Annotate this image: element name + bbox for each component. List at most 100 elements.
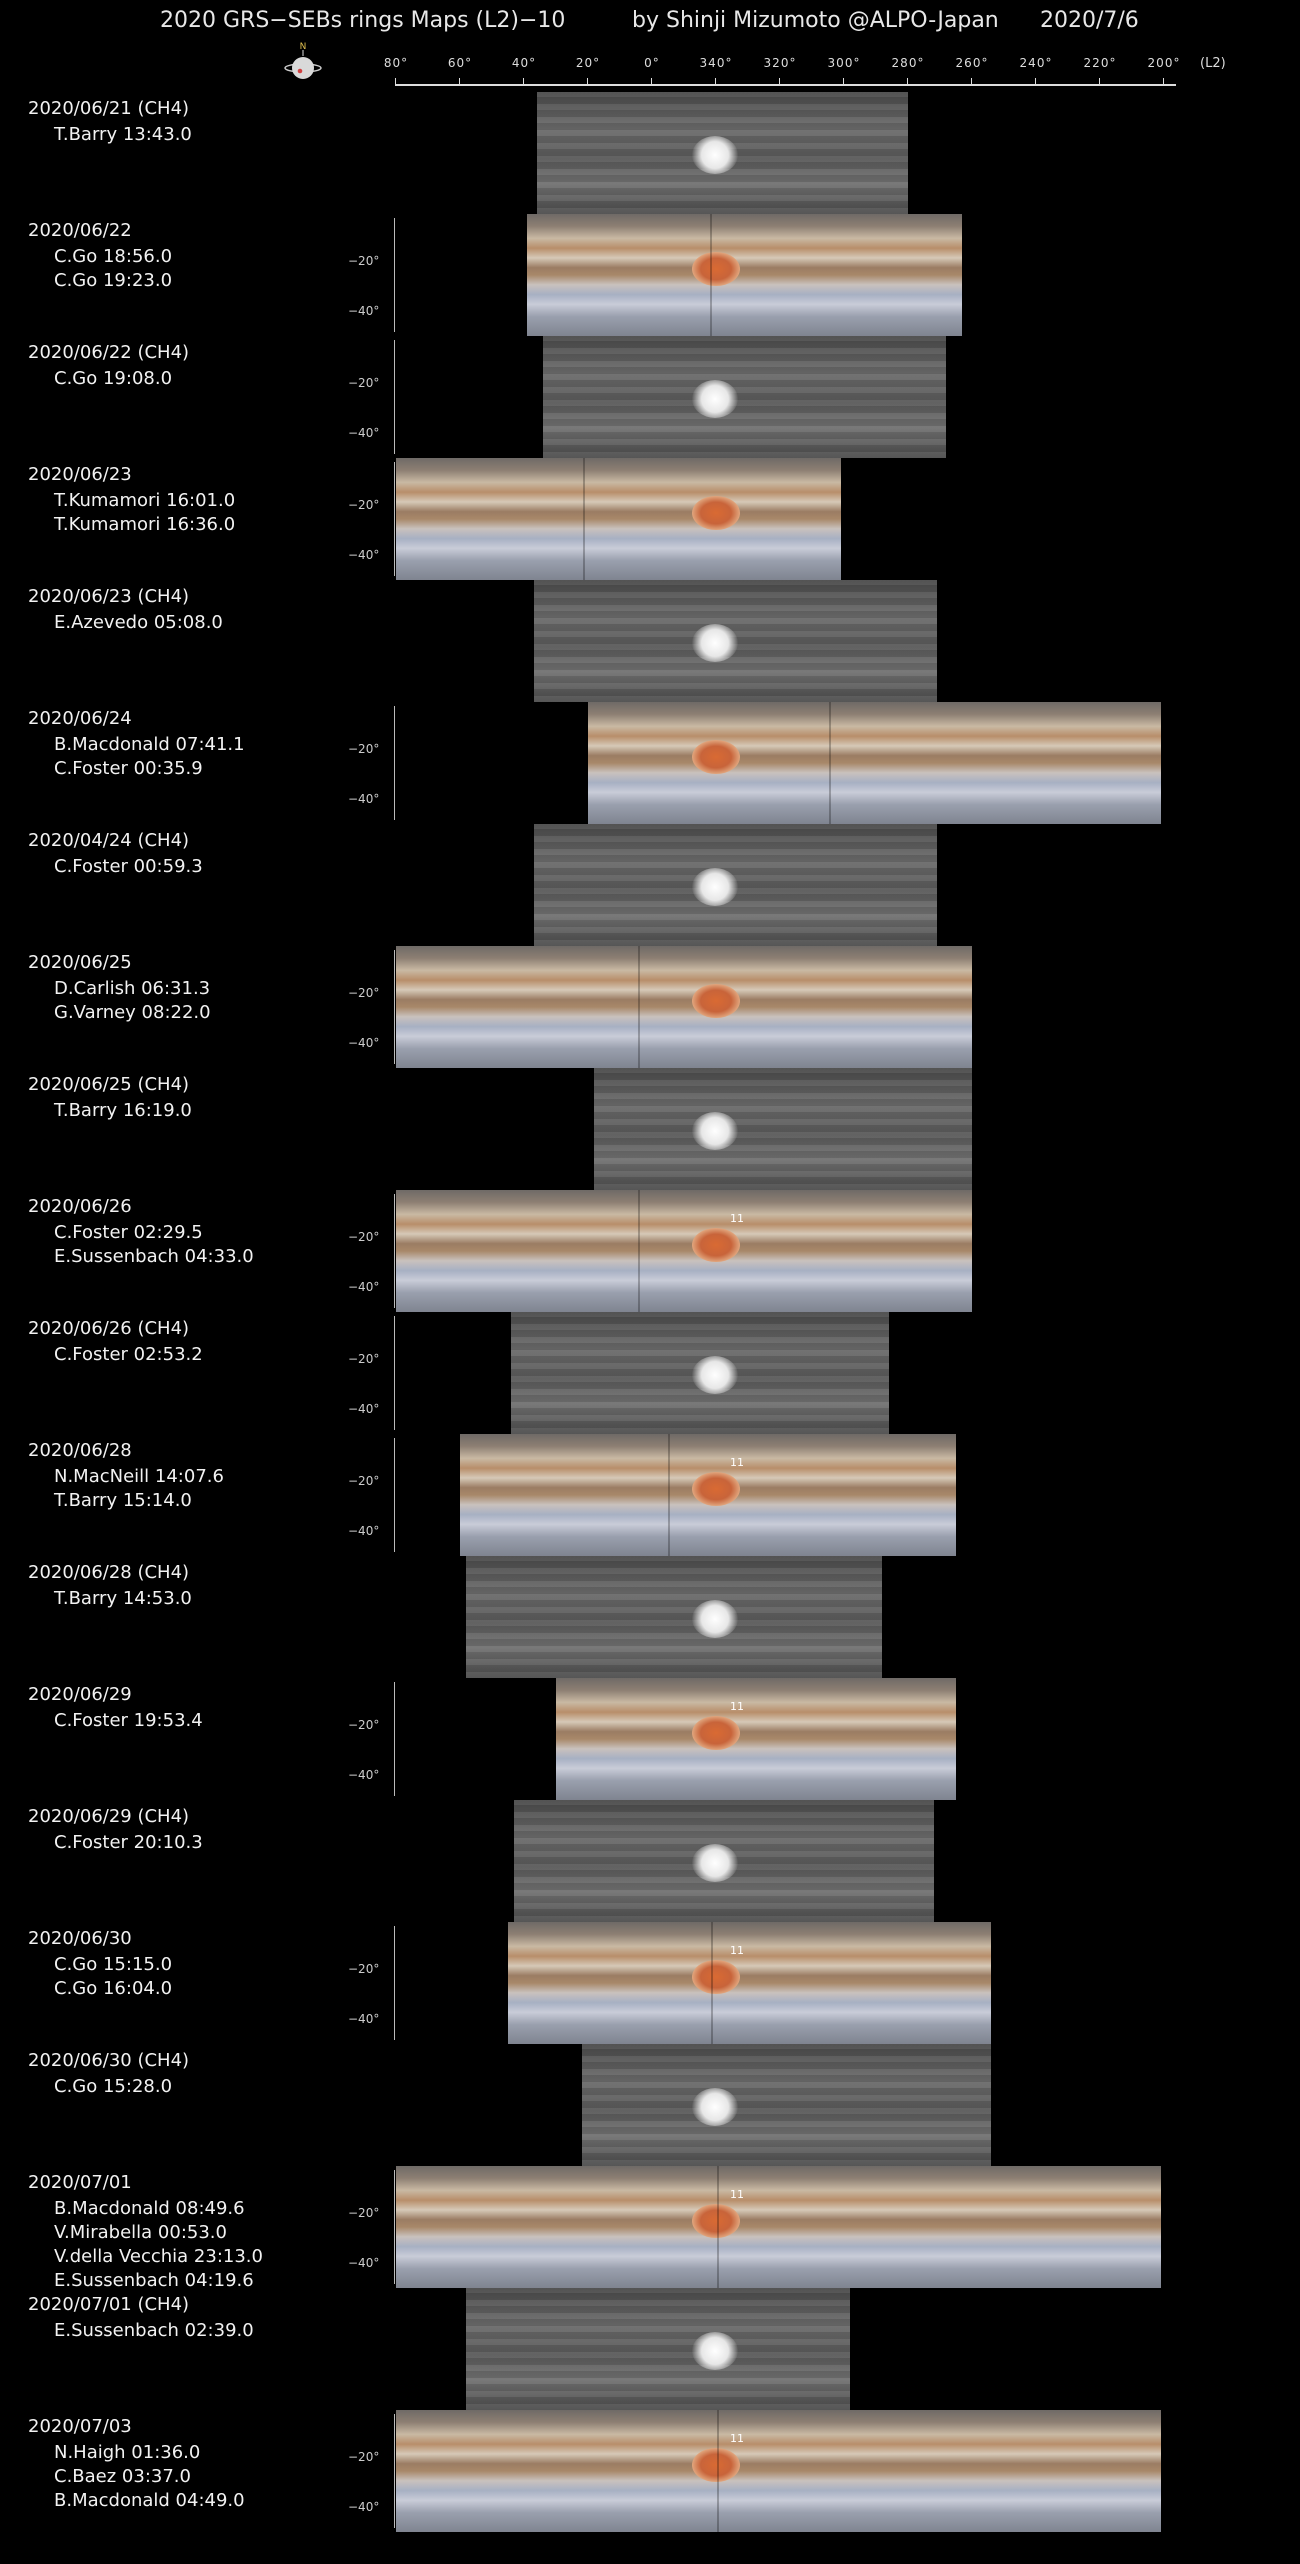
latitude-label: −20° [348,1474,380,1488]
color-map-strip: 11 [460,1434,956,1556]
axis-tick-label: 0° [622,56,682,86]
observer-entry: G.Varney 08:22.0 [54,1002,211,1023]
feature-marker-label: 11 [730,1456,744,1469]
ch4-map-strip [511,1312,889,1434]
ch4-map-strip [581,2044,992,2166]
latitude-label: −20° [348,742,380,756]
observation-date: 2020/06/30 [28,1928,132,1949]
observer-entry: B.Macdonald 04:49.0 [54,2490,245,2511]
axis-tick-label: 320° [750,56,810,86]
observer-entry: C.Go 15:28.0 [54,2076,173,2097]
mosaic-seam [717,2410,720,2532]
observation-date: 2020/06/26 [28,1196,132,1217]
observation-date: 2020/06/21 (CH4) [28,98,190,119]
observer-entry: T.Barry 16:19.0 [54,1100,192,1121]
observer-entry: C.Foster 00:59.3 [54,856,203,877]
color-map-strip [396,946,972,1068]
observer-entry: B.Macdonald 08:49.6 [54,2198,245,2219]
observer-entry: E.Sussenbach 04:19.6 [54,2270,254,2291]
color-map-strip: 11 [396,1190,972,1312]
latitude-label: −20° [348,1230,380,1244]
latitude-axis-line [394,2414,395,2528]
observation-date: 2020/06/25 (CH4) [28,1074,190,1095]
great-red-spot [692,2448,740,2482]
axis-tick-label: 280° [878,56,938,86]
mosaic-seam [709,214,712,336]
longitude-axis: 80°60°40°20°0°340°320°300°280°260°240°22… [380,56,1226,96]
axis-line [396,84,1176,86]
latitude-label: −20° [348,254,380,268]
latitude-label: −40° [348,2500,380,2514]
map-row: 2020/06/23 (CH4) E.Azevedo 05:08.0 [0,580,1300,702]
map-row: 2020/06/30 (CH4) C.Go 15:28.0 [0,2044,1300,2166]
mosaic-seam [668,1434,671,1556]
observer-entry: C.Foster 20:10.3 [54,1832,203,1853]
ch4-map-strip [514,1800,934,1922]
latitude-axis-line [394,218,395,332]
observer-entry: E.Sussenbach 02:39.0 [54,2320,254,2341]
latitude-label: −20° [348,1352,380,1366]
great-red-spot [691,1112,738,1150]
great-red-spot [691,1600,738,1638]
observation-date: 2020/06/23 (CH4) [28,586,190,607]
observer-entry: E.Azevedo 05:08.0 [54,612,223,633]
map-row: 2020/06/22 (CH4)C.Go 19:08.0−20°−40° [0,336,1300,458]
mosaic-seam [710,1922,713,2044]
latitude-label: −40° [348,1402,380,1416]
observation-date: 2020/06/30 (CH4) [28,2050,190,2071]
great-red-spot [691,1844,738,1882]
feature-marker-label: 11 [730,2432,744,2445]
feature-marker-label: 11 [730,1700,744,1713]
ch4-map-strip [533,824,937,946]
observer-entry: T.Kumamori 16:36.0 [54,514,236,535]
color-map-strip [396,458,841,580]
latitude-label: −40° [348,548,380,562]
axis-tick-label: 40° [494,56,554,86]
latitude-label: −40° [348,2256,380,2270]
map-row: 2020/06/29 (CH4)C.Foster 20:10.3 [0,1800,1300,1922]
latitude-axis-line [394,1316,395,1430]
great-red-spot [692,740,740,774]
north-compass-icon: N [282,40,324,86]
great-red-spot [691,624,738,662]
mosaic-seam [637,1190,640,1312]
latitude-label: −40° [348,1280,380,1294]
observer-entry: D.Carlish 06:31.3 [54,978,211,999]
latitude-label: −40° [348,1768,380,1782]
color-map-strip: 11 [396,2166,1161,2288]
latitude-axis-line [394,1194,395,1308]
great-red-spot [691,136,738,174]
latitude-axis-line [394,340,395,454]
latitude-label: −20° [348,1962,380,1976]
ch4-map-strip [466,2288,851,2410]
latitude-axis-line [394,462,395,576]
observation-date: 2020/06/25 [28,952,132,973]
latitude-label: −20° [348,498,380,512]
latitude-axis-line [394,2170,395,2284]
observer-entry: C.Go 19:23.0 [54,270,173,291]
axis-tick-label: 300° [814,56,874,86]
observer-entry: C.Go 19:08.0 [54,368,173,389]
observer-entry: E.Sussenbach 04:33.0 [54,1246,254,1267]
latitude-label: −20° [348,2206,380,2220]
ch4-map-strip [543,336,947,458]
map-row: 2020/06/25 (CH4) T.Barry 16:19.0 [0,1068,1300,1190]
axis-tick-label: 200° [1134,56,1194,86]
color-map-strip [588,702,1161,824]
color-map-strip: 11 [556,1678,956,1800]
latitude-label: −20° [348,2450,380,2464]
color-map-strip: 11 [508,1922,992,2044]
axis-tick-label: 240° [1006,56,1066,86]
great-red-spot [692,1960,740,1994]
observer-entry: B.Macdonald 07:41.1 [54,734,245,755]
great-red-spot [691,252,740,286]
great-red-spot [692,1472,740,1506]
observation-date: 2020/06/22 (CH4) [28,342,190,363]
observer-entry: T.Kumamori 16:01.0 [54,490,236,511]
latitude-axis-line [394,1682,395,1796]
